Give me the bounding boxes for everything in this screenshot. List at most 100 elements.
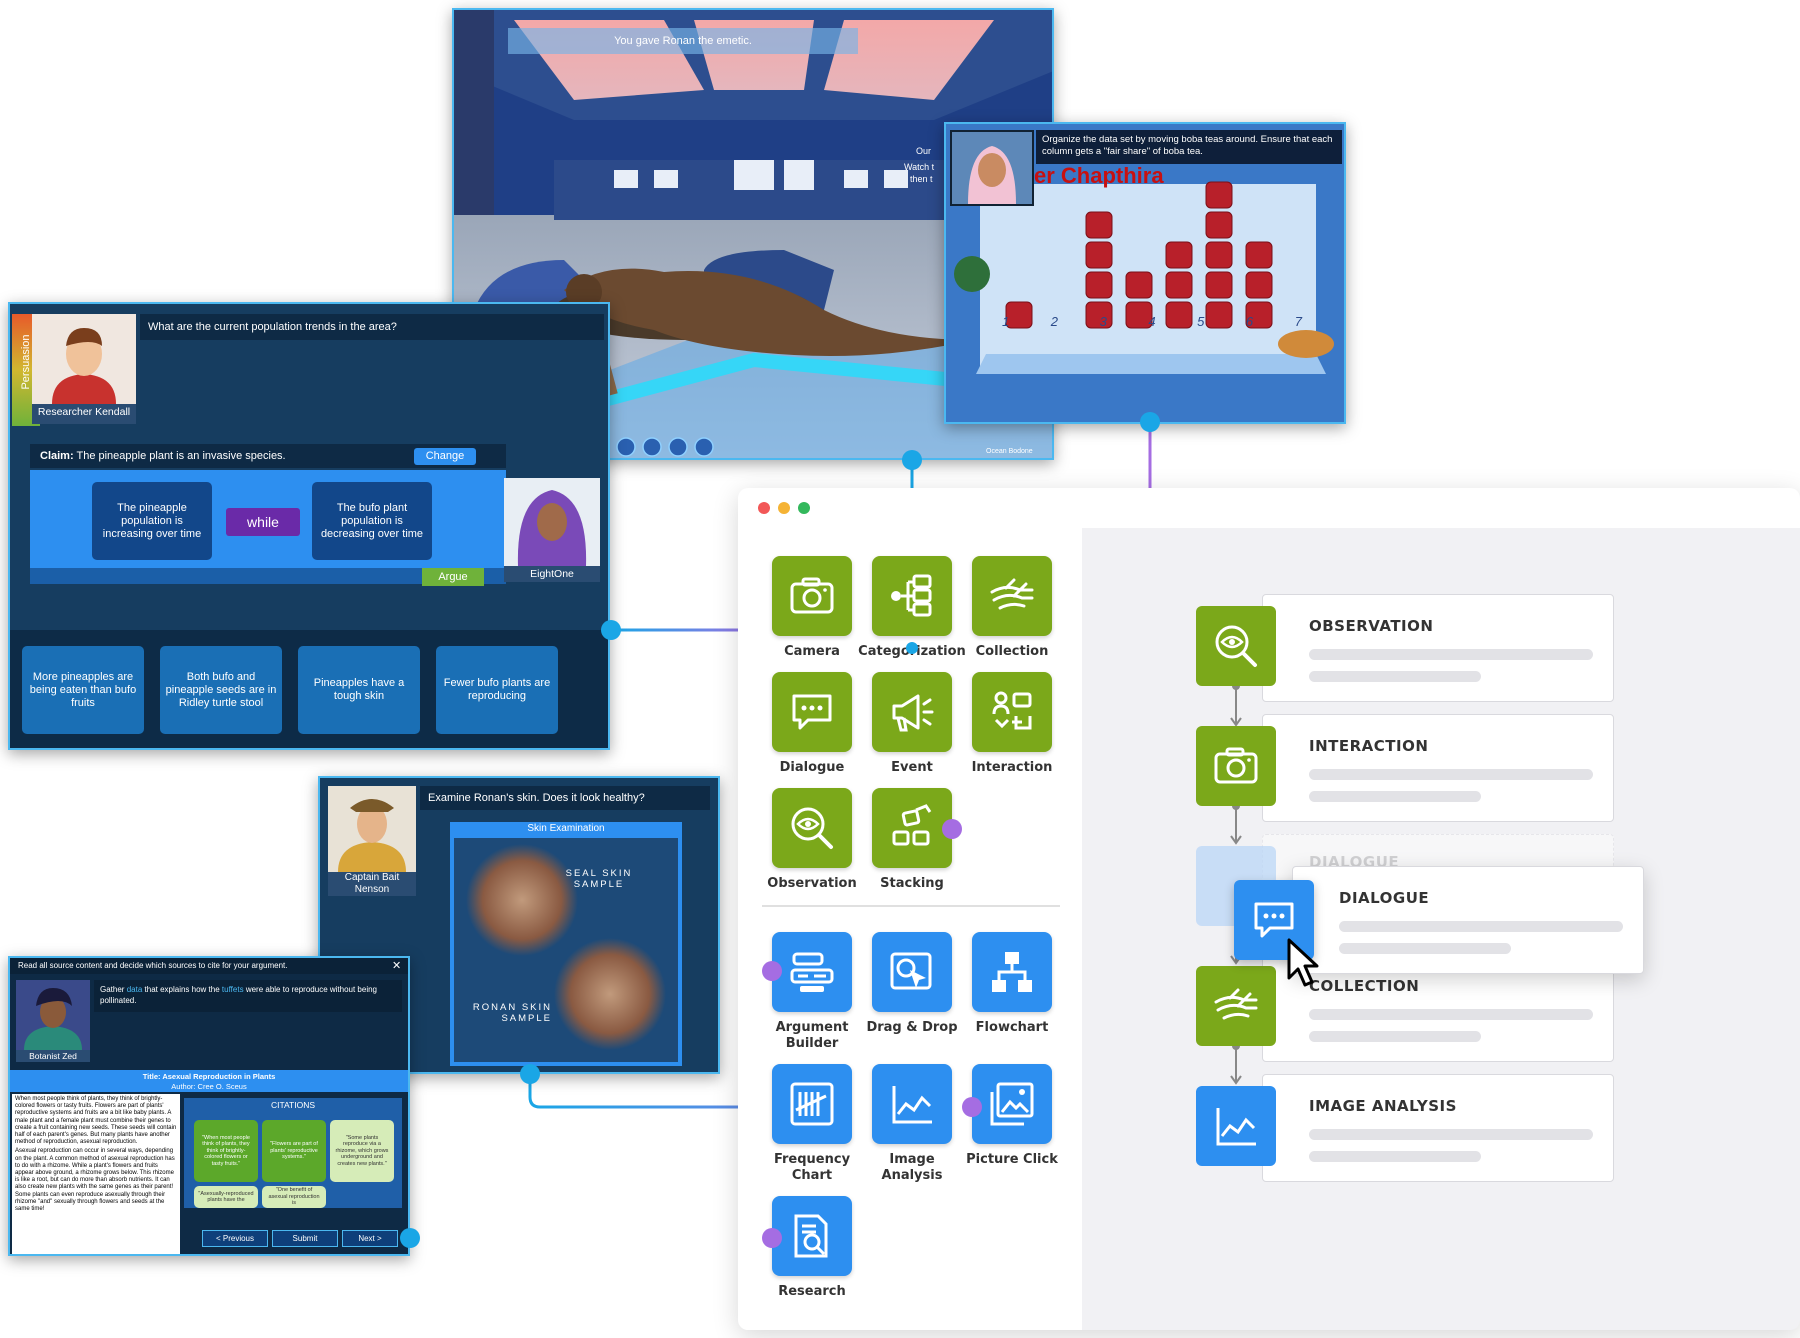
source-text-panel[interactable]: When most people think of plants, they t…	[12, 1094, 180, 1254]
question-text: What are the current population trends i…	[148, 321, 397, 333]
citation-card[interactable]: "Some plants reproduce via a rhizome, wh…	[330, 1120, 394, 1182]
observation-label: Observation	[767, 876, 857, 891]
maximize-window-button[interactable]	[798, 502, 810, 514]
flow-tile-collection[interactable]	[1196, 966, 1276, 1046]
option-card[interactable]: More pineapples are being eaten than buf…	[22, 646, 144, 734]
previous-button[interactable]: < Previous	[202, 1230, 268, 1247]
boba-cup[interactable]	[1085, 301, 1113, 329]
boba-scene-image	[946, 124, 1344, 422]
drag-drop-tile[interactable]	[872, 932, 952, 1012]
flowchart-label: Flowchart	[975, 1020, 1049, 1035]
connector-node	[962, 1097, 982, 1117]
window-titlebar	[738, 488, 1800, 528]
frequency-chart-label: Frequency Chart	[773, 1152, 851, 1183]
citation-card[interactable]: "One benefit of asexual reproduction is	[262, 1186, 326, 1208]
boba-cup[interactable]	[1005, 301, 1033, 329]
dialogue-label: Dialogue	[779, 760, 845, 775]
observation-tile[interactable]	[772, 788, 852, 868]
frequency-chart-tile[interactable]	[772, 1064, 852, 1144]
boba-cup[interactable]	[1245, 301, 1273, 329]
picture-click-tile[interactable]	[972, 1064, 1052, 1144]
connector-node	[942, 819, 962, 839]
interaction-tile[interactable]	[972, 672, 1052, 752]
boba-cup[interactable]	[1165, 241, 1193, 269]
flow-card-image-analysis[interactable]: IMAGE ANALYSIS	[1262, 1074, 1614, 1182]
camera-tile[interactable]	[772, 556, 852, 636]
image-analysis-tile[interactable]	[872, 1064, 952, 1144]
flow-card-dialogue-dragging[interactable]: DIALOGUE	[1292, 866, 1644, 974]
boba-cup-columns	[1005, 181, 1273, 329]
argument-right-card[interactable]: The bufo plant population is decreasing …	[312, 482, 432, 560]
stacking-tile[interactable]	[872, 788, 952, 868]
boba-cup[interactable]	[1165, 271, 1193, 299]
boba-cup[interactable]	[1165, 301, 1193, 329]
camera-label: Camera	[784, 644, 840, 659]
option-card[interactable]: Fewer bufo plants are reproducing	[436, 646, 558, 734]
boba-cup[interactable]	[1205, 301, 1233, 329]
boba-heading: er Chapthira	[1034, 163, 1164, 188]
research-tile[interactable]	[772, 1196, 852, 1276]
flowchart-tile[interactable]	[972, 932, 1052, 1012]
collection-tile[interactable]	[972, 556, 1052, 636]
npc-portrait-captain: Captain Bait Nenson	[328, 786, 416, 896]
boba-cup[interactable]	[1085, 241, 1113, 269]
flow-card-observation[interactable]: OBSERVATION	[1262, 594, 1614, 702]
connector-node	[906, 642, 918, 654]
next-button[interactable]: Next >	[342, 1230, 398, 1247]
megaphone-icon	[892, 694, 934, 732]
change-claim-button[interactable]: Change	[414, 448, 476, 465]
camera-icon	[1214, 747, 1258, 784]
argument-left-card[interactable]: The pineapple population is increasing o…	[92, 482, 212, 560]
close-window-button[interactable]	[758, 502, 770, 514]
citation-card[interactable]: "When most people think of plants, they …	[194, 1120, 258, 1182]
column-label: 3	[1099, 314, 1107, 329]
flow-tile-image-analysis[interactable]	[1196, 1086, 1276, 1166]
flow-tile-observation[interactable]	[1196, 606, 1276, 686]
flow-tile-dialogue-dragging[interactable]	[1234, 880, 1314, 960]
close-icon[interactable]: ✕	[392, 960, 402, 972]
boba-cup[interactable]	[1085, 211, 1113, 239]
option-card[interactable]: Both bufo and pineapple seeds are in Rid…	[160, 646, 282, 734]
question-box: Examine Ronan's skin. Does it look healt…	[420, 786, 710, 810]
palette-divider	[762, 905, 1060, 907]
citation-card[interactable]: "Asexually-reproduced plants have the	[194, 1186, 258, 1208]
researcher-avatar	[32, 314, 136, 404]
boba-cup[interactable]	[1125, 271, 1153, 299]
submit-button[interactable]: Submit	[272, 1230, 338, 1247]
boba-cup[interactable]	[1125, 301, 1153, 329]
dialogue-tile[interactable]	[772, 672, 852, 752]
boba-cup[interactable]	[1205, 211, 1233, 239]
boba-cup[interactable]	[1085, 271, 1113, 299]
research-instruction: Gather data that explains how the tuffet…	[94, 980, 402, 1012]
boba-cup[interactable]	[1245, 271, 1273, 299]
boba-cup[interactable]	[1205, 181, 1233, 209]
stacking-label: Stacking	[880, 876, 944, 891]
picture-click-label: Picture Click	[966, 1152, 1058, 1167]
flow-tile-interaction[interactable]	[1196, 726, 1276, 806]
event-label: Event	[891, 760, 933, 775]
boba-cup[interactable]	[1205, 241, 1233, 269]
boba-instruction: Organize the data set by moving boba tea…	[1042, 134, 1333, 157]
npc-hijab-avatar	[952, 132, 1032, 204]
argument-builder-tile[interactable]	[772, 932, 852, 1012]
citation-card[interactable]: "Flowers are part of plants' reproductiv…	[262, 1120, 326, 1182]
ronan-sample-label: RONAN SKIN SAMPLE	[472, 1002, 552, 1024]
categorization-tile[interactable]	[872, 556, 952, 636]
question-box: What are the current population trends i…	[140, 314, 604, 340]
connector-word[interactable]: while	[226, 508, 300, 536]
boba-cup[interactable]	[1245, 241, 1273, 269]
panel-title: Skin Examination	[527, 823, 605, 834]
column-label: 4	[1148, 314, 1156, 329]
connector-node	[400, 1228, 420, 1248]
argue-button[interactable]: Argue	[422, 568, 484, 586]
claim-label: Claim:	[40, 450, 74, 462]
boba-cup[interactable]	[1205, 271, 1233, 299]
minimize-window-button[interactable]	[778, 502, 790, 514]
scenario-builder-window: Camera Categorization Collection Dialogu…	[738, 488, 1800, 1330]
dialogue-icon	[792, 694, 832, 730]
flow-card-interaction[interactable]: INTERACTION	[1262, 714, 1614, 822]
event-tile[interactable]	[872, 672, 952, 752]
argument-builder-icon	[790, 952, 834, 992]
option-card[interactable]: Pineapples have a tough skin	[298, 646, 420, 734]
claim-text: The pineapple plant is an invasive speci…	[76, 450, 286, 462]
